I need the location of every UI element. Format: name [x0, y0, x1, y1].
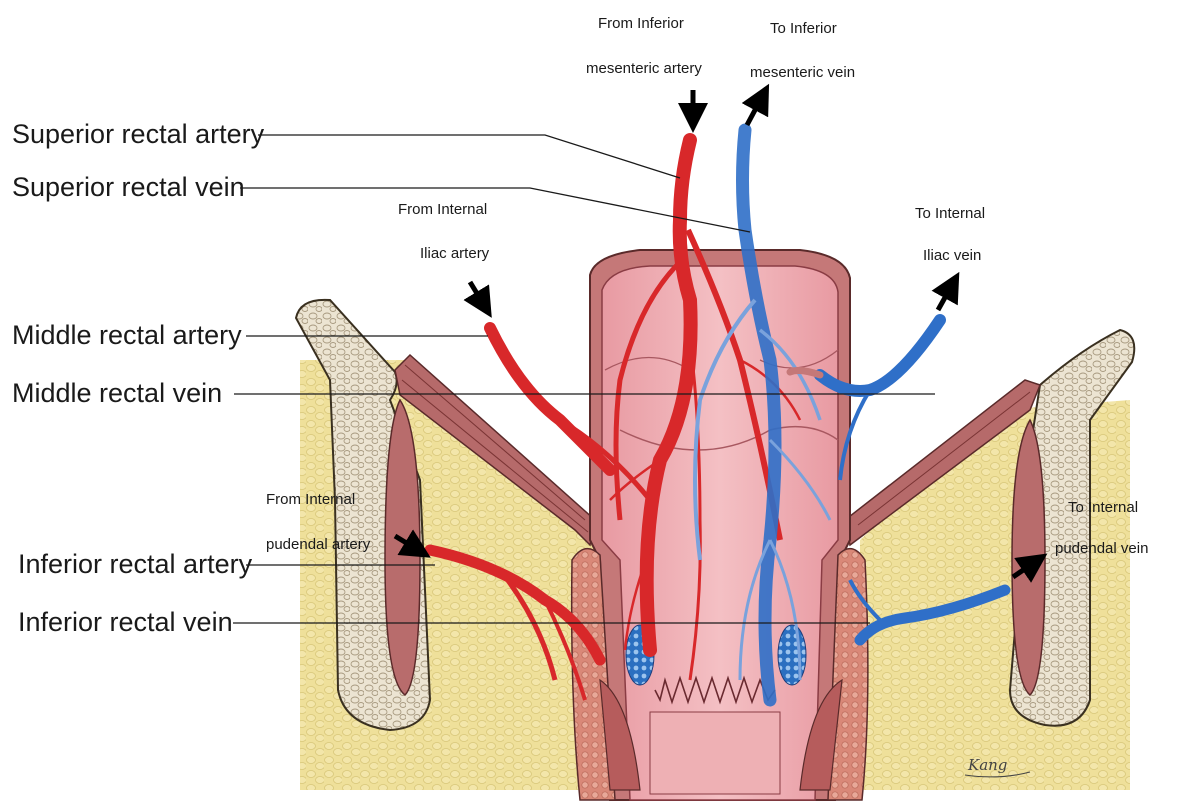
- label-superior-rectal-vein: Superior rectal vein: [12, 172, 245, 202]
- note-from-inferior-mesenteric-artery-2: mesenteric artery: [586, 60, 702, 77]
- arrow-iliac-vein-out: [938, 285, 952, 310]
- label-middle-rectal-artery: Middle rectal artery: [12, 320, 242, 350]
- note-from-internal-pudendal-artery-1: From Internal: [266, 491, 355, 508]
- note-from-internal-pudendal-artery-2: pudendal artery: [266, 536, 371, 553]
- note-from-internal-iliac-artery-1: From Internal: [398, 201, 487, 218]
- right-hemorrhoidal-plexus: [778, 625, 806, 685]
- label-inferior-rectal-vein: Inferior rectal vein: [18, 607, 233, 637]
- note-from-internal-iliac-artery-2: Iliac artery: [420, 245, 490, 262]
- arrow-imv-out: [747, 97, 762, 125]
- note-to-internal-pudendal-vein-2: pudendal vein: [1055, 540, 1148, 557]
- artist-signature: Kang: [967, 756, 1007, 774]
- note-to-internal-iliac-vein-1: To Internal: [915, 205, 985, 222]
- note-to-inferior-mesenteric-vein-1: To Inferior: [770, 20, 837, 37]
- label-superior-rectal-artery: Superior rectal artery: [12, 119, 265, 149]
- note-from-inferior-mesenteric-artery-1: From Inferior: [598, 15, 684, 32]
- note-to-inferior-mesenteric-vein-2: mesenteric vein: [750, 64, 855, 81]
- arrow-iliac-artery-in: [470, 282, 484, 305]
- label-inferior-rectal-artery: Inferior rectal artery: [18, 549, 253, 579]
- note-to-internal-pudendal-vein-1: To Internal: [1068, 499, 1138, 516]
- label-middle-rectal-vein: Middle rectal vein: [12, 378, 222, 408]
- note-to-internal-iliac-vein-2: Iliac vein: [923, 247, 981, 264]
